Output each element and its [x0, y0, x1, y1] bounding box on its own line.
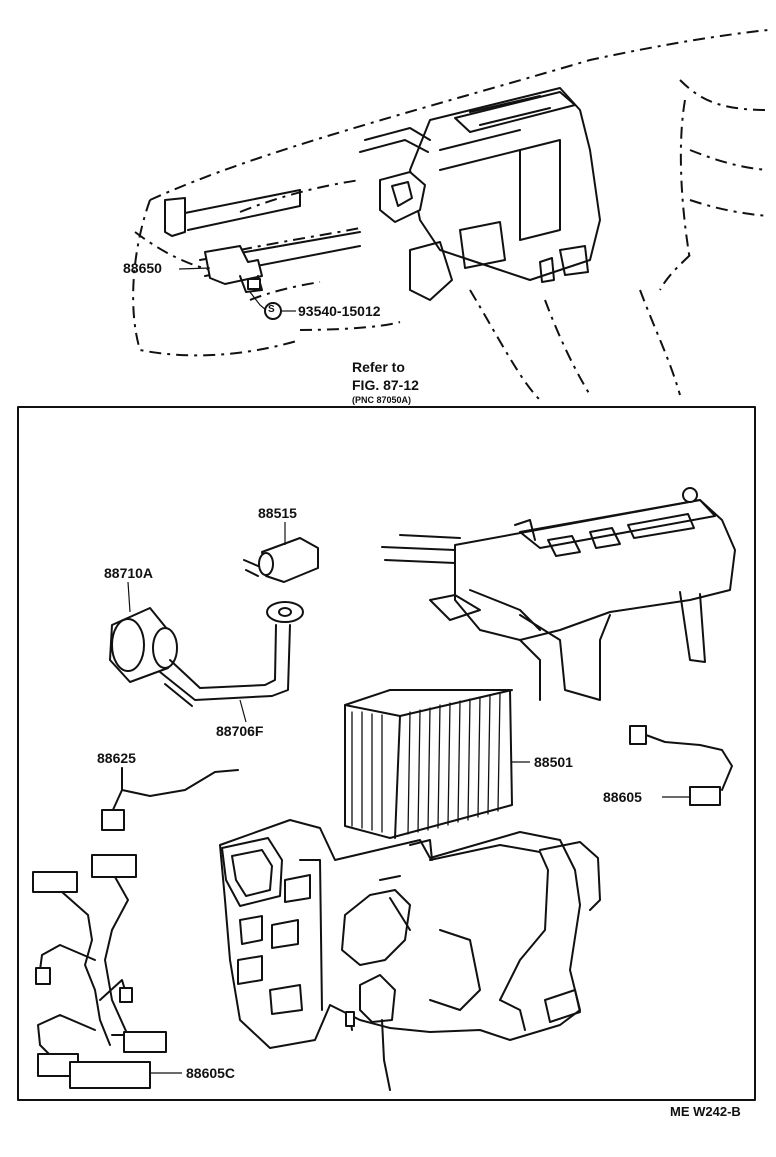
part-label-88501: 88501 [534, 754, 573, 770]
part-88605C-drawing [32, 854, 182, 1089]
part-label-88710A: 88710A [104, 565, 154, 581]
leader-88650 [178, 267, 211, 270]
bracket-88650-drawing [204, 245, 263, 293]
pnc-reference: (PNC 87050A) [352, 395, 412, 405]
refer-to-label: Refer to [352, 359, 405, 375]
figure-code: ME W242-B [670, 1104, 741, 1119]
instrument-panel-outline [132, 29, 769, 401]
figure-reference: FIG. 87-12 [352, 377, 419, 393]
part-label-88605: 88605 [603, 789, 642, 805]
part-88625-drawing [101, 767, 239, 831]
part-label-88625: 88625 [97, 750, 136, 766]
leader-screw [249, 291, 267, 311]
part-88515-drawing [243, 522, 319, 583]
part-label-88515: 88515 [258, 505, 297, 521]
part-88605-drawing [629, 725, 733, 806]
part-label-93540-15012: 93540-15012 [298, 303, 381, 319]
part-88501-drawing [344, 689, 530, 839]
part-label-88706F: 88706F [216, 723, 264, 739]
part-label-88650: 88650 [123, 260, 162, 276]
parts-frame [17, 406, 756, 1101]
installed-unit-drawing [359, 87, 601, 301]
screw-symbol: S [268, 304, 275, 315]
part-88710A-drawing [109, 581, 178, 683]
part-88706F-drawing [159, 601, 304, 723]
part-label-88605C: 88605C [186, 1065, 236, 1081]
cooling-unit-case-drawing [219, 819, 601, 1091]
duct-assembly-drawing [381, 487, 736, 701]
